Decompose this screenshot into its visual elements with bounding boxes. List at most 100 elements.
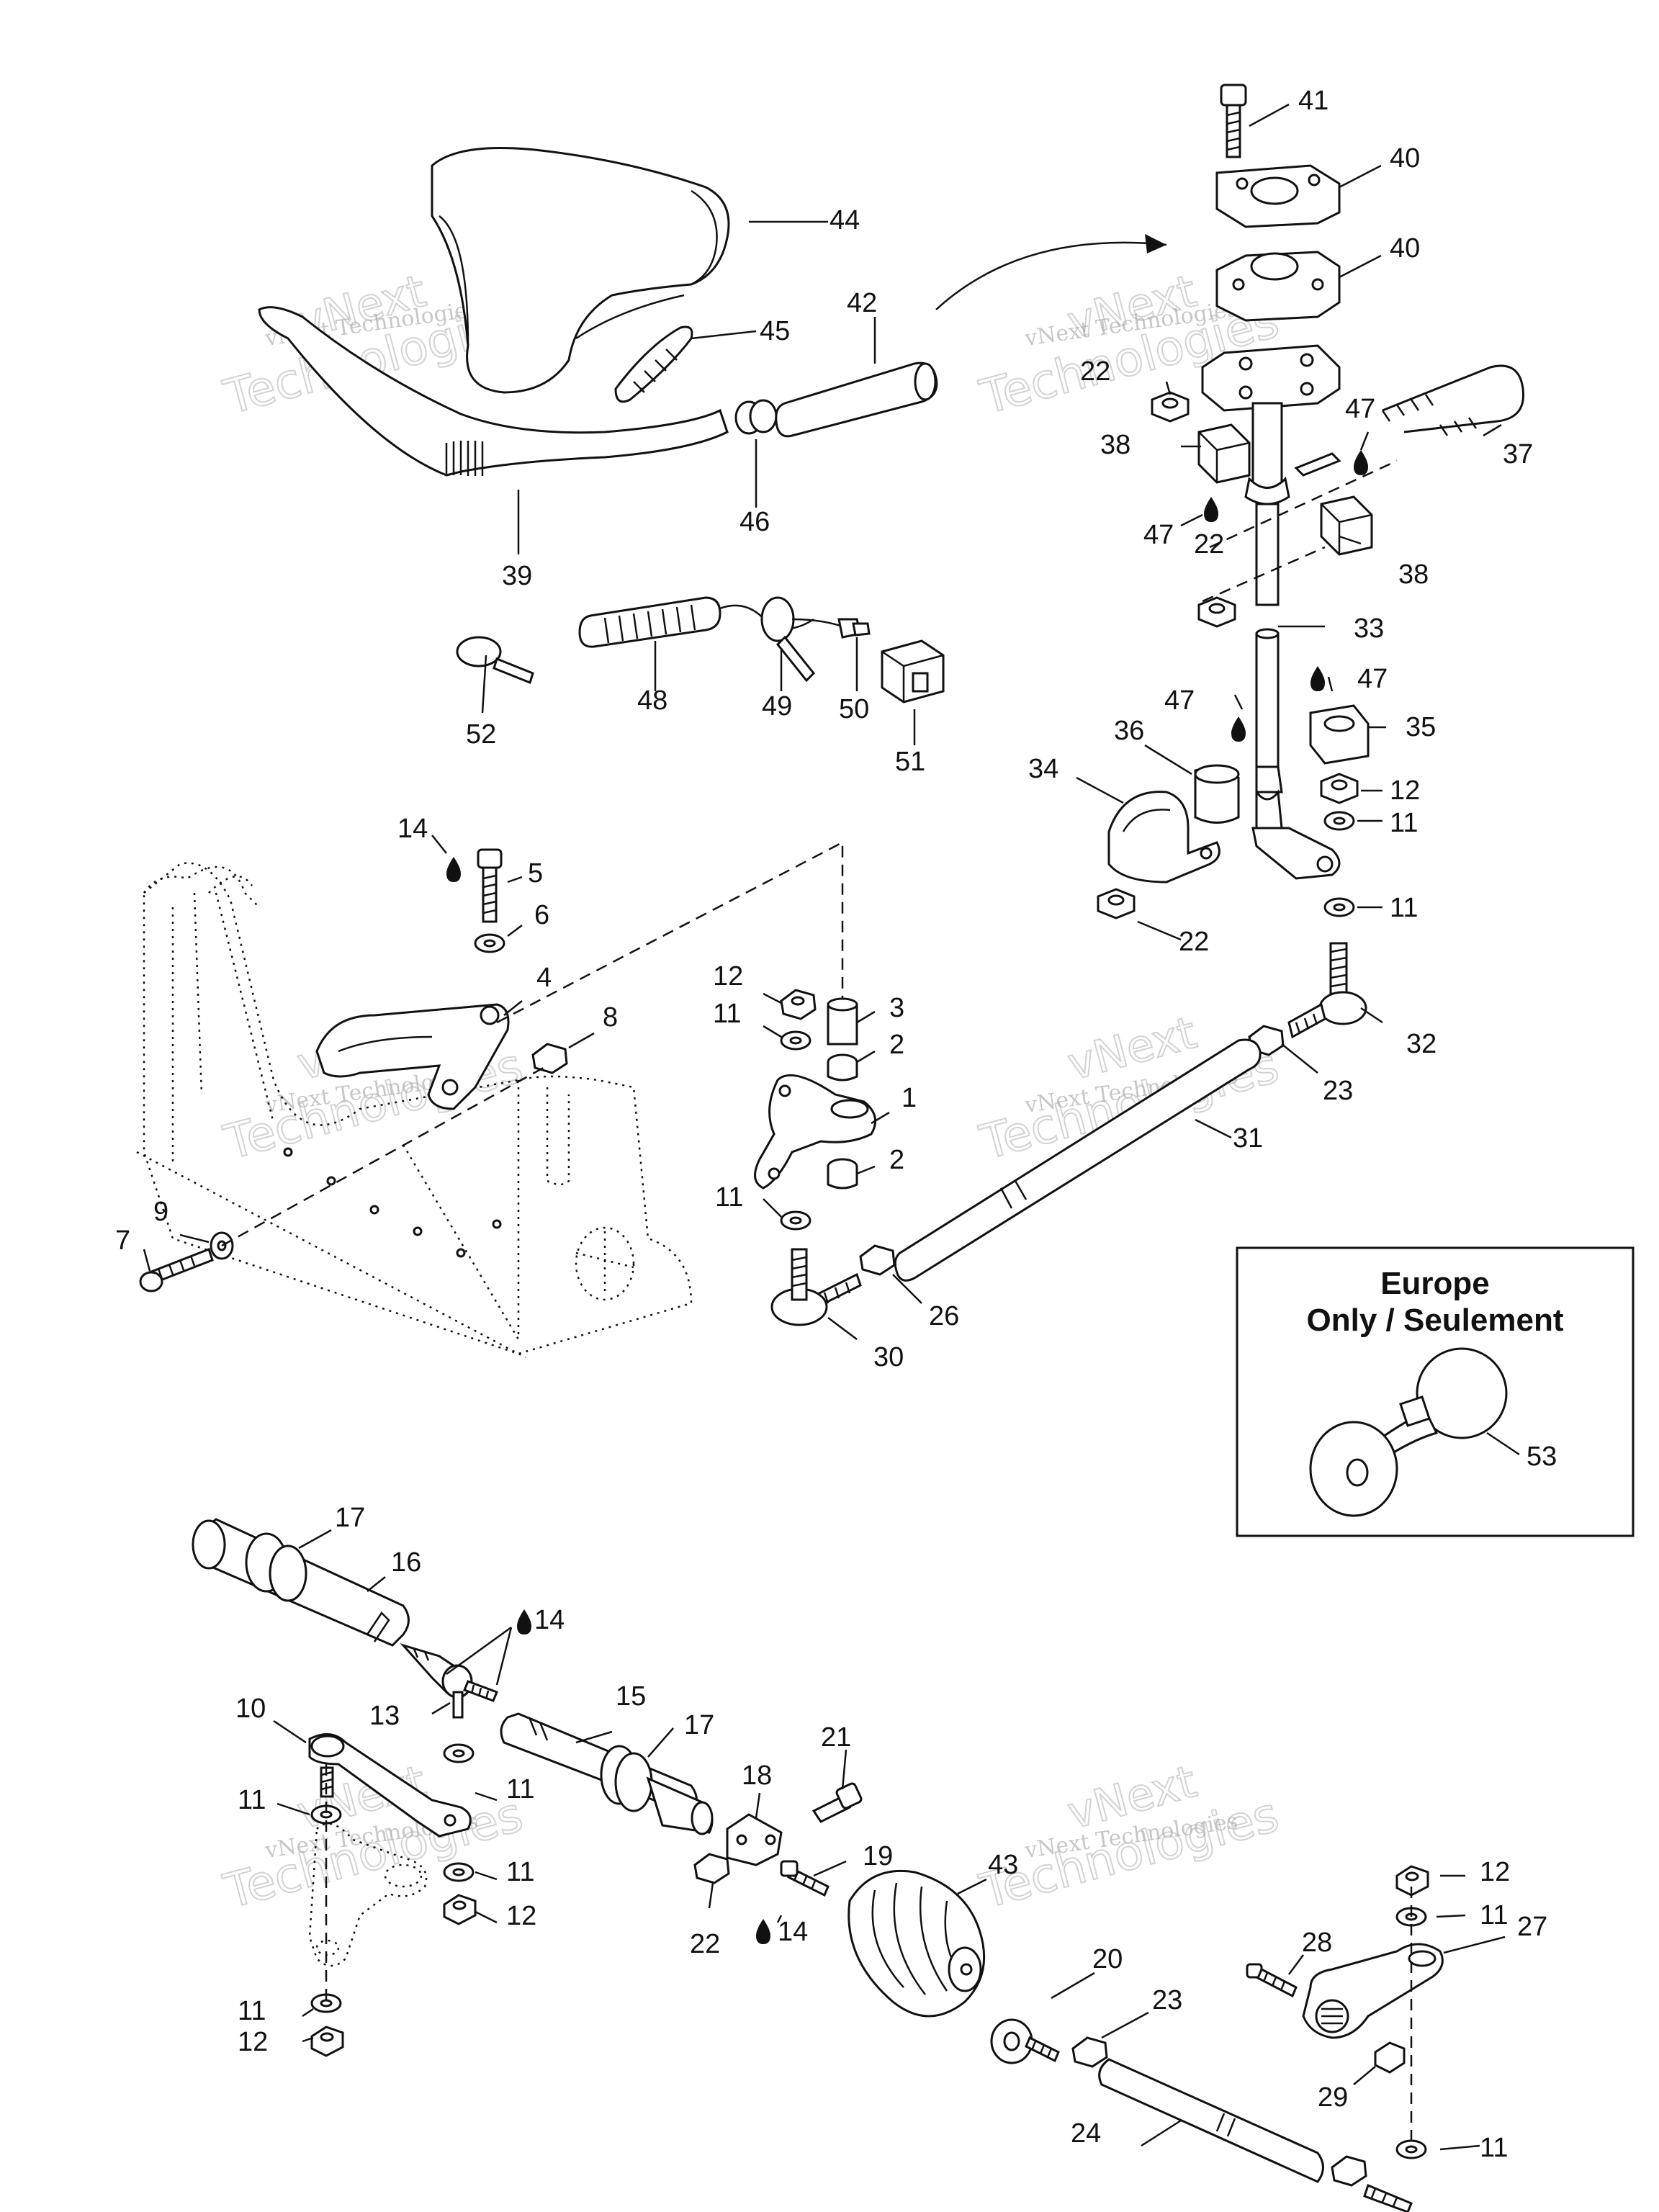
part-number-label: 22	[1080, 356, 1110, 387]
part-number-label: 35	[1406, 712, 1436, 742]
grease-drop-icon	[1204, 497, 1218, 522]
part-number-label: 12	[713, 961, 743, 992]
frame-chassis	[136, 862, 693, 1359]
assembly-arrow	[935, 241, 1167, 310]
leader-lines	[143, 103, 1506, 2151]
clamp-upper-40	[1215, 164, 1341, 228]
part-number-label: 17	[684, 1710, 714, 1740]
bushing-46	[734, 399, 778, 435]
washer-11-pitman-c	[443, 1862, 475, 1882]
boot-43	[848, 1869, 986, 2018]
part-number-label: 22	[690, 1929, 720, 1959]
handlebar-39	[258, 306, 729, 477]
washer-11-pitman-b	[443, 1743, 475, 1763]
bolt-bottom-right	[1363, 2183, 1413, 2212]
grease-drop-icons-47	[1204, 450, 1368, 742]
part-labels: 41 40 40 44 42 45 22 47 37 38 47 22 38 4…	[115, 86, 1547, 2163]
assembly-line-column	[1209, 459, 1398, 549]
part-number-label: 1	[902, 1083, 917, 1113]
part-number-label: 7	[115, 1226, 130, 1256]
bushing-2-top	[827, 1053, 858, 1082]
part-number-label: 33	[1354, 613, 1384, 644]
part-number-label: 21	[821, 1722, 851, 1753]
nut-22-bracket	[1097, 888, 1136, 920]
part-number-label: 38	[1398, 559, 1429, 590]
part-number-label: 47	[1143, 520, 1174, 550]
bracket-18	[726, 1813, 783, 1866]
part-number-label: 23	[1152, 1985, 1182, 2015]
steering-column-33	[1201, 344, 1341, 880]
part-number-label: 12	[1390, 775, 1420, 806]
bolt-7	[139, 1248, 214, 1292]
grease-drop-icon	[756, 1919, 770, 1944]
horn-53	[1309, 1347, 1508, 1517]
nut-12-column	[1320, 773, 1359, 804]
steering-arm-4	[315, 1003, 510, 1110]
part-number-label: 12	[506, 1901, 536, 1931]
nut-12-lower-right	[1331, 2155, 1367, 2187]
handlebar-pad-44	[431, 147, 730, 394]
connector-housing-51	[881, 639, 945, 703]
cable-tie-49	[760, 596, 843, 683]
part-number-label: 11	[238, 1996, 266, 2026]
grip-42	[775, 361, 938, 438]
part-number-label: 26	[929, 1301, 959, 1331]
arrow-head-icon	[1145, 234, 1166, 253]
part-number-label: 22	[1179, 927, 1209, 957]
bolt-21	[811, 1782, 863, 1823]
part-number-label: 37	[1503, 439, 1533, 469]
grease-drop-icon	[517, 1609, 531, 1635]
bushing-17-upper	[600, 1745, 653, 1812]
part-number-label: 50	[839, 694, 869, 724]
bushing-35	[1309, 704, 1370, 765]
part-number-label: 11	[506, 1857, 534, 1887]
pitman-arm-dotted	[308, 1822, 428, 1967]
part-number-label: 40	[1390, 143, 1420, 174]
part-number-label: 36	[1114, 716, 1144, 746]
part-number-label: 11	[1390, 808, 1418, 838]
nut-23-lower	[1071, 2036, 1108, 2068]
assembly-line-frame-2	[221, 1064, 548, 1247]
part-number-label: 29	[1318, 2082, 1348, 2113]
part-number-label: 16	[391, 1547, 421, 1578]
bushing-2-bottom	[827, 1158, 858, 1190]
bolt-5	[477, 848, 503, 923]
part-number-label: 11	[1480, 2133, 1508, 2163]
washer-11-pivot-bottom	[780, 1210, 811, 1231]
bushing-38-upper	[1197, 423, 1251, 484]
part-number-label: 3	[889, 993, 904, 1023]
part-number-label: 43	[988, 1850, 1018, 1880]
pitman-arm-10	[308, 1733, 472, 1838]
leader-line	[446, 1626, 513, 1686]
part-number-label: 19	[863, 1841, 893, 1871]
grease-drop-icon	[1231, 716, 1246, 742]
coupler-13	[400, 1643, 498, 1719]
part-number-label: 17	[335, 1503, 365, 1533]
part-number-label: 11	[238, 1785, 266, 1815]
bushing-36	[1194, 764, 1240, 824]
part-number-label: 14	[534, 1605, 565, 1635]
washer-11-pivot-top	[780, 1030, 811, 1051]
part-number-label: 12	[238, 2027, 268, 2057]
nut-12-arm	[1395, 1865, 1429, 1897]
tie-rod-24	[1098, 2058, 1324, 2183]
part-number-label: 30	[873, 1342, 904, 1372]
washer-11-pitman-d	[310, 1993, 342, 2013]
part-number-label: 32	[1406, 1029, 1437, 1059]
grip-pad-45	[614, 325, 693, 403]
part-number-label: 51	[895, 747, 925, 777]
part-number-label: 38	[1100, 430, 1130, 460]
part-number-label: 24	[1071, 2118, 1101, 2149]
bushing-38-lower	[1320, 495, 1373, 556]
bolt-28	[1246, 1963, 1298, 1998]
washer-11-arm-b	[1395, 2139, 1427, 2159]
tube-tail-17	[646, 1776, 714, 1835]
part-number-label: 6	[534, 900, 549, 930]
leader-line	[1486, 1431, 1520, 1456]
nut-12-pivot	[780, 989, 817, 1020]
ball-joint-32	[1287, 942, 1367, 1039]
part-number-label: 23	[1323, 1076, 1353, 1106]
part-number-label: 53	[1527, 1442, 1557, 1472]
part-number-label: 14	[397, 814, 428, 844]
part-number-label: 44	[830, 205, 860, 235]
